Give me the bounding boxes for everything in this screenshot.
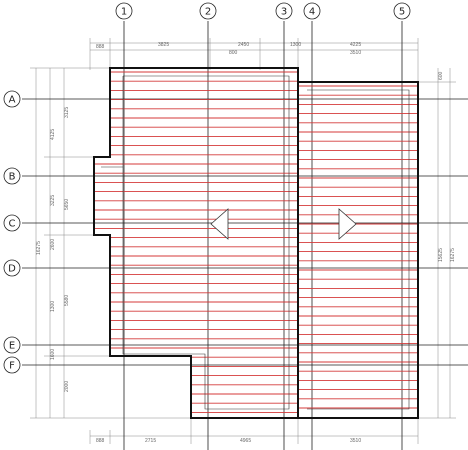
dim-right-2: 16275 (450, 248, 456, 262)
grid-bubble-a: A (3, 90, 21, 108)
grid-bubble-2: 2 (199, 2, 217, 20)
grid-bubble-1: 1 (115, 2, 133, 20)
dim-right-0: 600 (438, 71, 444, 80)
dim-top-0: 888 (96, 44, 105, 50)
grid-label-row-b: B (9, 172, 16, 183)
grid-bubble-c: C (3, 214, 21, 232)
row-bubbles: A B C D E F (3, 90, 21, 374)
inner-outline (101, 75, 410, 410)
grid-bubble-d: D (3, 259, 21, 277)
grid-label-col-1: 1 (121, 7, 127, 18)
grid-label-row-f: F (9, 361, 15, 372)
dim-left-4: 2600 (50, 239, 56, 250)
grid-label-row-c: C (9, 219, 16, 230)
dim-top-6: 3510 (350, 50, 361, 56)
dimension-lines (30, 38, 456, 444)
building-outline (93, 67, 419, 419)
span-arrow-right (338, 208, 357, 240)
outline-left-block (93, 67, 299, 419)
grid-bubble-e: E (3, 336, 21, 354)
dim-left-1: 4125 (50, 129, 56, 140)
joist-lines (95, 71, 417, 413)
outline-right-block (297, 81, 419, 419)
column-bubbles: 1 2 3 4 5 (115, 2, 411, 20)
dim-top-2: 800 (229, 50, 238, 56)
dimension-labels: 888 3825 800 2450 1300 4225 3510 888 271… (36, 42, 456, 444)
grid-label-row-a: A (9, 95, 16, 106)
grid-label-col-5: 5 (399, 7, 405, 18)
grid-label-row-d: D (8, 264, 16, 275)
dim-left-0: 3125 (64, 107, 70, 118)
dim-left-5: 5580 (64, 295, 70, 306)
grid-bubble-3: 3 (275, 2, 293, 20)
structural-grid (22, 21, 468, 450)
dim-left-9: 16275 (36, 241, 42, 255)
span-arrow-left (210, 208, 229, 240)
grid-label-col-2: 2 (205, 7, 211, 18)
dim-top-5: 4225 (350, 42, 361, 48)
grid-label-col-3: 3 (281, 7, 287, 18)
dim-left-3: 3225 (50, 195, 56, 206)
dim-bottom-3: 3510 (350, 438, 361, 444)
grid-label-row-e: E (9, 341, 15, 352)
dim-bottom-2: 4965 (240, 438, 251, 444)
dim-top-3: 2450 (238, 42, 249, 48)
dim-top-1: 3825 (158, 42, 169, 48)
grid-bubble-f: F (3, 356, 21, 374)
grid-label-col-4: 4 (309, 7, 315, 18)
dim-left-2: 5650 (64, 199, 70, 210)
dim-top-4: 1300 (290, 42, 301, 48)
dim-bottom-0: 888 (96, 438, 105, 444)
grid-bubble-4: 4 (303, 2, 321, 20)
grid-bubble-5: 5 (393, 2, 411, 20)
dim-left-6: 1300 (50, 301, 56, 312)
dim-left-7: 1600 (50, 349, 56, 360)
dim-right-1: 15625 (438, 248, 444, 262)
dim-bottom-1: 2715 (145, 438, 156, 444)
grid-bubble-b: B (3, 167, 21, 185)
dim-left-8: 2000 (64, 381, 70, 392)
span-arrows (210, 208, 357, 240)
